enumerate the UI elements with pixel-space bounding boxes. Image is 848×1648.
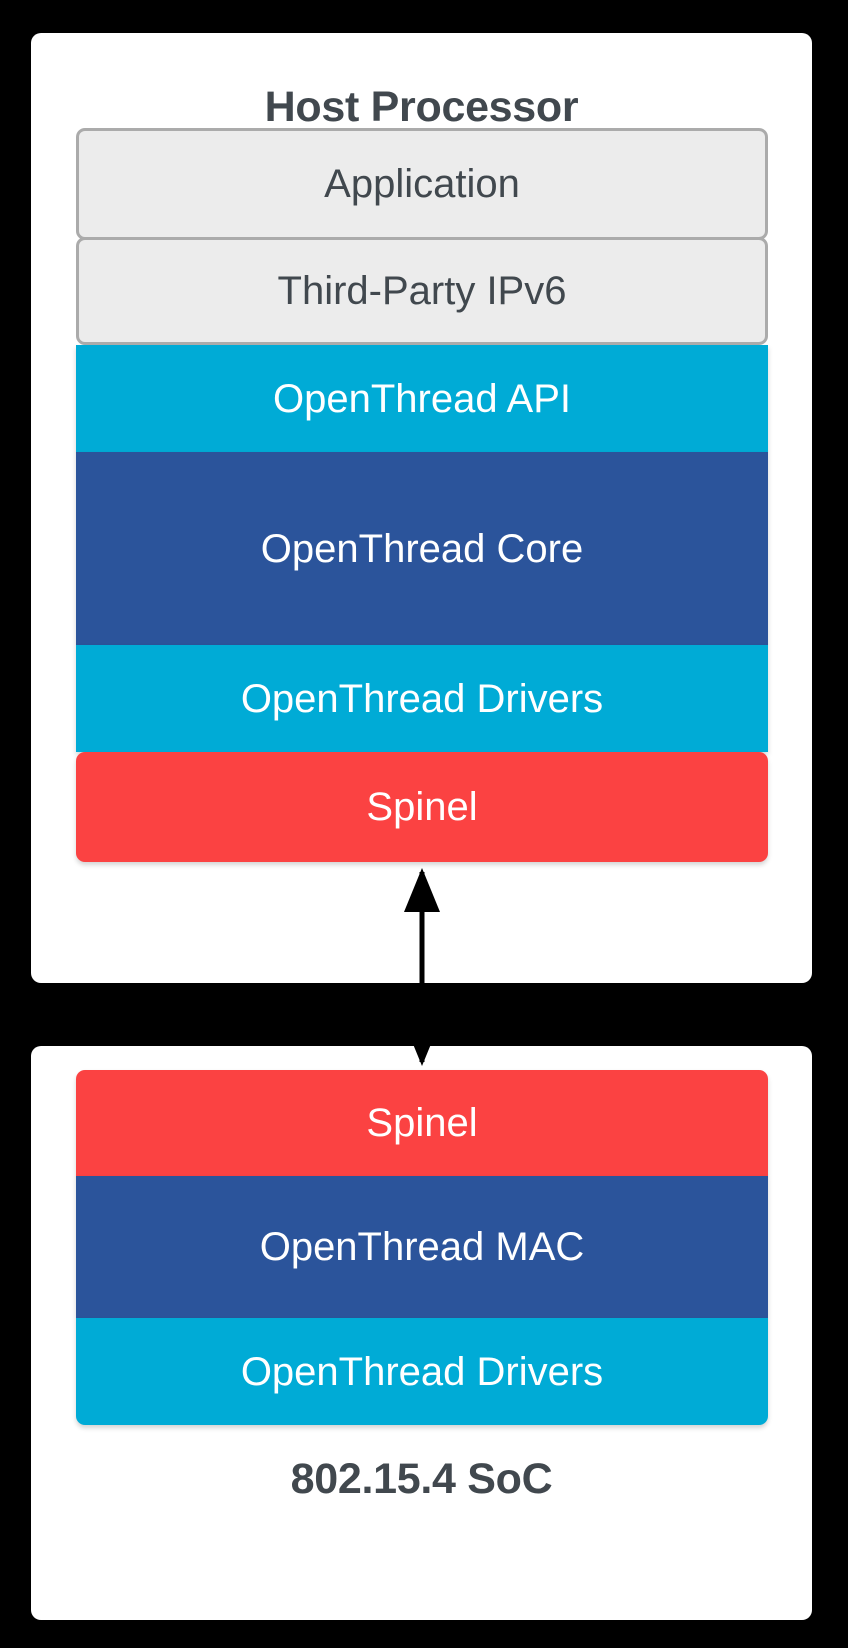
layer-openthread-mac: OpenThread MAC <box>76 1176 768 1318</box>
layer-openthread-api: OpenThread API <box>76 345 768 452</box>
panel-host-processor-title: Host Processor <box>264 83 579 131</box>
layer-openthread-drivers-soc-label: OpenThread Drivers <box>240 1349 604 1394</box>
layer-openthread-drivers-soc: OpenThread Drivers <box>76 1318 768 1425</box>
soc-layer-stack: Spinel OpenThread MAC OpenThread Drivers <box>76 1070 768 1425</box>
layer-application-label: Application <box>324 162 520 206</box>
layer-third-party-ipv6-label: Third-Party IPv6 <box>277 269 567 313</box>
host-processor-layer-stack: Application Third-Party IPv6 OpenThread … <box>76 128 768 862</box>
panel-host-processor: Host Processor Application Third-Party I… <box>31 33 812 983</box>
layer-spinel-soc: Spinel <box>76 1070 768 1176</box>
layer-openthread-drivers-host-label: OpenThread Drivers <box>240 676 604 721</box>
layer-openthread-mac-label: OpenThread MAC <box>259 1225 585 1269</box>
layer-openthread-core: OpenThread Core <box>76 452 768 645</box>
layer-spinel-soc-label: Spinel <box>366 1101 478 1145</box>
panel-soc-title: 802.15.4 SoC <box>290 1455 553 1503</box>
layer-spinel-host: Spinel <box>76 752 768 862</box>
layer-application: Application <box>76 128 768 240</box>
layer-third-party-ipv6: Third-Party IPv6 <box>76 237 768 345</box>
layer-openthread-api-label: OpenThread API <box>273 376 571 421</box>
layer-openthread-core-label: OpenThread Core <box>260 526 584 571</box>
layer-openthread-drivers-host: OpenThread Drivers <box>76 645 768 752</box>
panel-soc: Spinel OpenThread MAC OpenThread Drivers <box>31 1046 812 1620</box>
layer-spinel-host-label: Spinel <box>366 785 478 829</box>
